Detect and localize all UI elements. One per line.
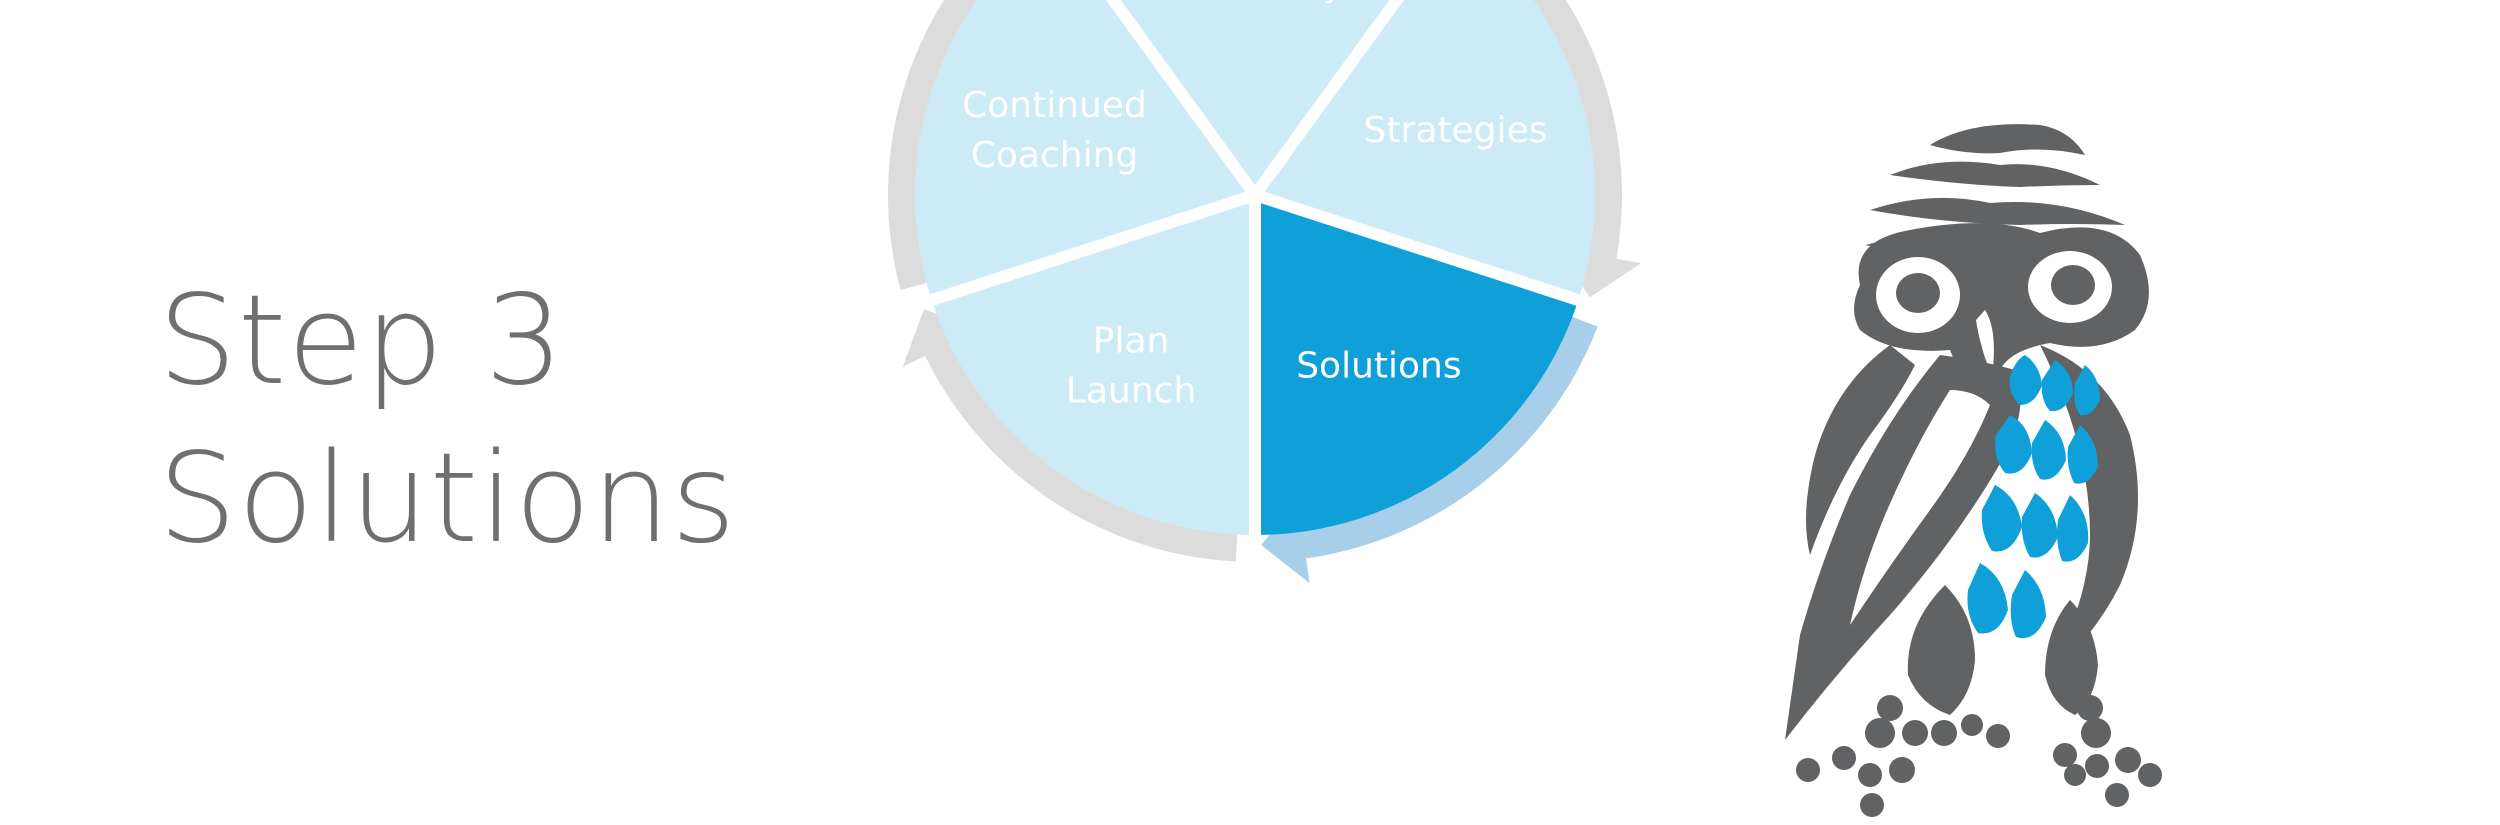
cycle-arrow-continued-coaching <box>888 0 986 290</box>
cycle-arrow-solutions <box>1295 314 1598 560</box>
cycle-label-line: Solutions <box>1296 346 1461 387</box>
owl-back <box>2040 345 2138 675</box>
slide-title-solutions: Solutions <box>158 427 737 571</box>
cycle-arrows <box>888 0 1642 584</box>
cycle-divider <box>1105 0 1260 199</box>
owl-talons <box>1796 695 2162 817</box>
cycle-label-solutions: Solutions <box>1296 346 1461 387</box>
cycle-label-line: Continued <box>962 85 1147 126</box>
owl-leg-left <box>1907 585 1975 715</box>
cycle-divider <box>1250 0 1405 199</box>
owl-eye-right <box>2051 265 2095 305</box>
slide-title-step: Step 3 <box>158 269 565 413</box>
cycle-label-line: Strategies <box>1364 110 1548 151</box>
owl-leg-right <box>2045 600 2098 715</box>
cycle-label-line: Discovery <box>1166 0 1344 5</box>
cycle-arrow-plan-launch <box>922 335 1238 562</box>
owl-icon <box>1785 124 2162 817</box>
cycle-segment-continued-coaching <box>914 0 1255 301</box>
cycle-segment-strategies <box>1255 0 1596 301</box>
owl-chest-feathers <box>1967 355 2100 639</box>
cycle-label-line: Coaching <box>971 135 1139 176</box>
owl-eye-left <box>1896 273 1940 313</box>
owl-beak <box>1976 310 1994 377</box>
cycle-label-strategies: Strategies <box>1364 110 1548 151</box>
slide-title: Step 3 Solutions <box>158 262 737 578</box>
cycle-dividers <box>872 0 1638 595</box>
cycle-arrow-strategies <box>1524 0 1622 266</box>
cycle-label-line: Plan <box>1093 321 1170 362</box>
cycle-label-discovery: Discovery <box>1166 0 1344 5</box>
cycle-divider <box>872 189 1257 325</box>
cycle-divider <box>1253 189 1638 325</box>
owl-left-side <box>1806 345 1915 555</box>
owl-wing-inner <box>1850 390 1990 625</box>
cycle-label-line: Launch <box>1066 371 1196 412</box>
cycle-segment-discovery <box>1113 0 1397 195</box>
